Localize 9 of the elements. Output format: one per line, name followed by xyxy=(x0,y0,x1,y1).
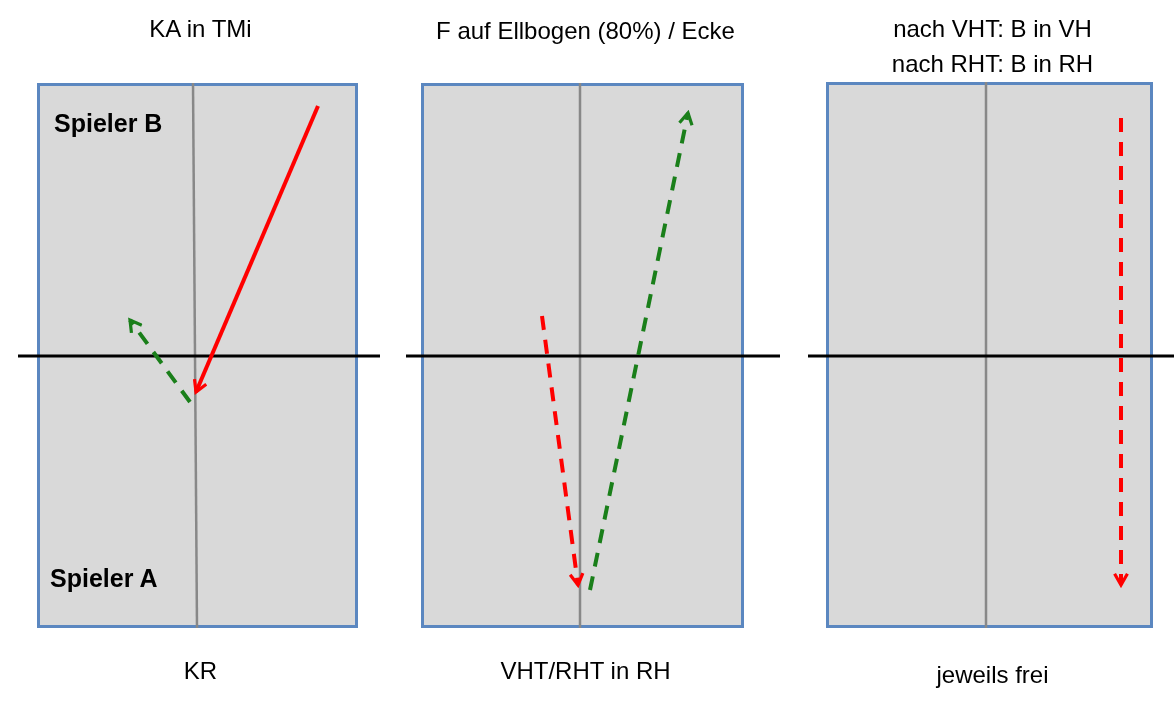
court-caption: VHT/RHT in RH xyxy=(499,656,672,686)
player-label: Spieler B xyxy=(54,108,163,139)
player-label: Spieler A xyxy=(50,563,158,594)
court-heading: nach RHT: B in RH xyxy=(890,49,1095,79)
court-caption: KR xyxy=(182,656,219,686)
court-heading: KA in TMi xyxy=(148,14,253,44)
court-caption: jeweils frei xyxy=(935,660,1050,690)
court-heading: F auf Ellbogen (80%) / Ecke xyxy=(435,16,736,46)
court-heading: nach VHT: B in VH xyxy=(892,14,1093,44)
